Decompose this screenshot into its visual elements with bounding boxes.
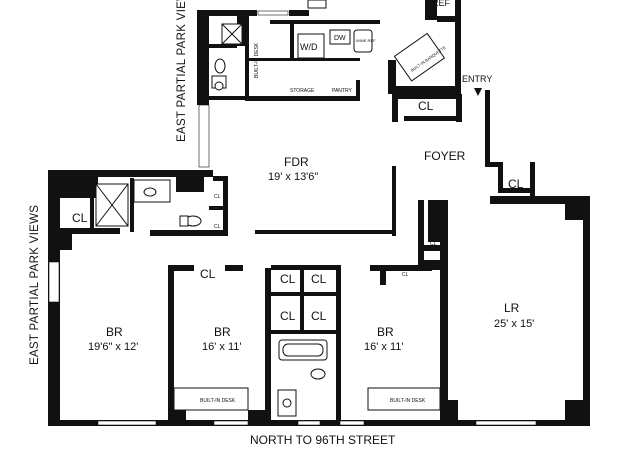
- br2-dims: 16' x 11': [202, 341, 241, 353]
- entry-label: ENTRY: [462, 74, 492, 84]
- closet-br2: CL: [200, 267, 216, 281]
- storage-label: STORAGE: [290, 88, 315, 94]
- lr-name: LR: [504, 301, 520, 315]
- desk-br2-label: BUILT-IN DESK: [200, 398, 236, 404]
- closet-mid-3: CL: [280, 309, 296, 323]
- closet-mid-4: CL: [311, 309, 327, 323]
- lr-dims: 25' x 15': [494, 318, 534, 330]
- street-label: NORTH TO 96TH STREET: [250, 433, 396, 447]
- foyer-label: FOYER: [424, 149, 466, 163]
- closet-bath-a: CL: [214, 194, 221, 200]
- closet-mid-2: CL: [311, 272, 327, 286]
- wine-label: WINE REF: [356, 38, 376, 43]
- fdr-dims: 19' x 13'6": [268, 171, 318, 183]
- ref-label: REF: [432, 0, 451, 8]
- br3-dims: 16' x 11': [364, 341, 403, 353]
- dw-label: DW: [334, 35, 346, 42]
- br3-name: BR: [377, 325, 394, 339]
- desk-br3-label: BUILT-IN DESK: [390, 398, 426, 404]
- pantry-label: PANTRY: [332, 88, 352, 94]
- view-label-top: EAST PARTIAL PARK VIEWS: [176, 0, 188, 142]
- br2-name: BR: [214, 325, 231, 339]
- closet-br3: CL: [402, 272, 409, 278]
- windows: [48, 10, 537, 426]
- closet-br1: CL: [72, 211, 88, 225]
- closet-entry: CL: [418, 99, 434, 113]
- closet-mid-1: CL: [280, 272, 296, 286]
- closet-foyer: CL: [508, 177, 524, 191]
- br1-name: BR: [106, 325, 123, 339]
- walls: [48, 0, 590, 426]
- fixtures: [95, 0, 482, 417]
- fdr-name: FDR: [284, 155, 309, 169]
- wd-label: W/D: [300, 42, 318, 52]
- view-label-left: EAST PARTIAL PARK VIEWS: [29, 205, 41, 365]
- closet-lr: CL: [430, 241, 437, 247]
- labels: EAST PARTIAL PARK VIEWS EAST PARTIAL PAR…: [29, 0, 534, 447]
- br1-dims: 19'6" x 12': [88, 341, 138, 353]
- kitchen-desk-label: BUILT-IN DESK: [254, 42, 260, 78]
- closet-bath-b: CL: [214, 224, 221, 230]
